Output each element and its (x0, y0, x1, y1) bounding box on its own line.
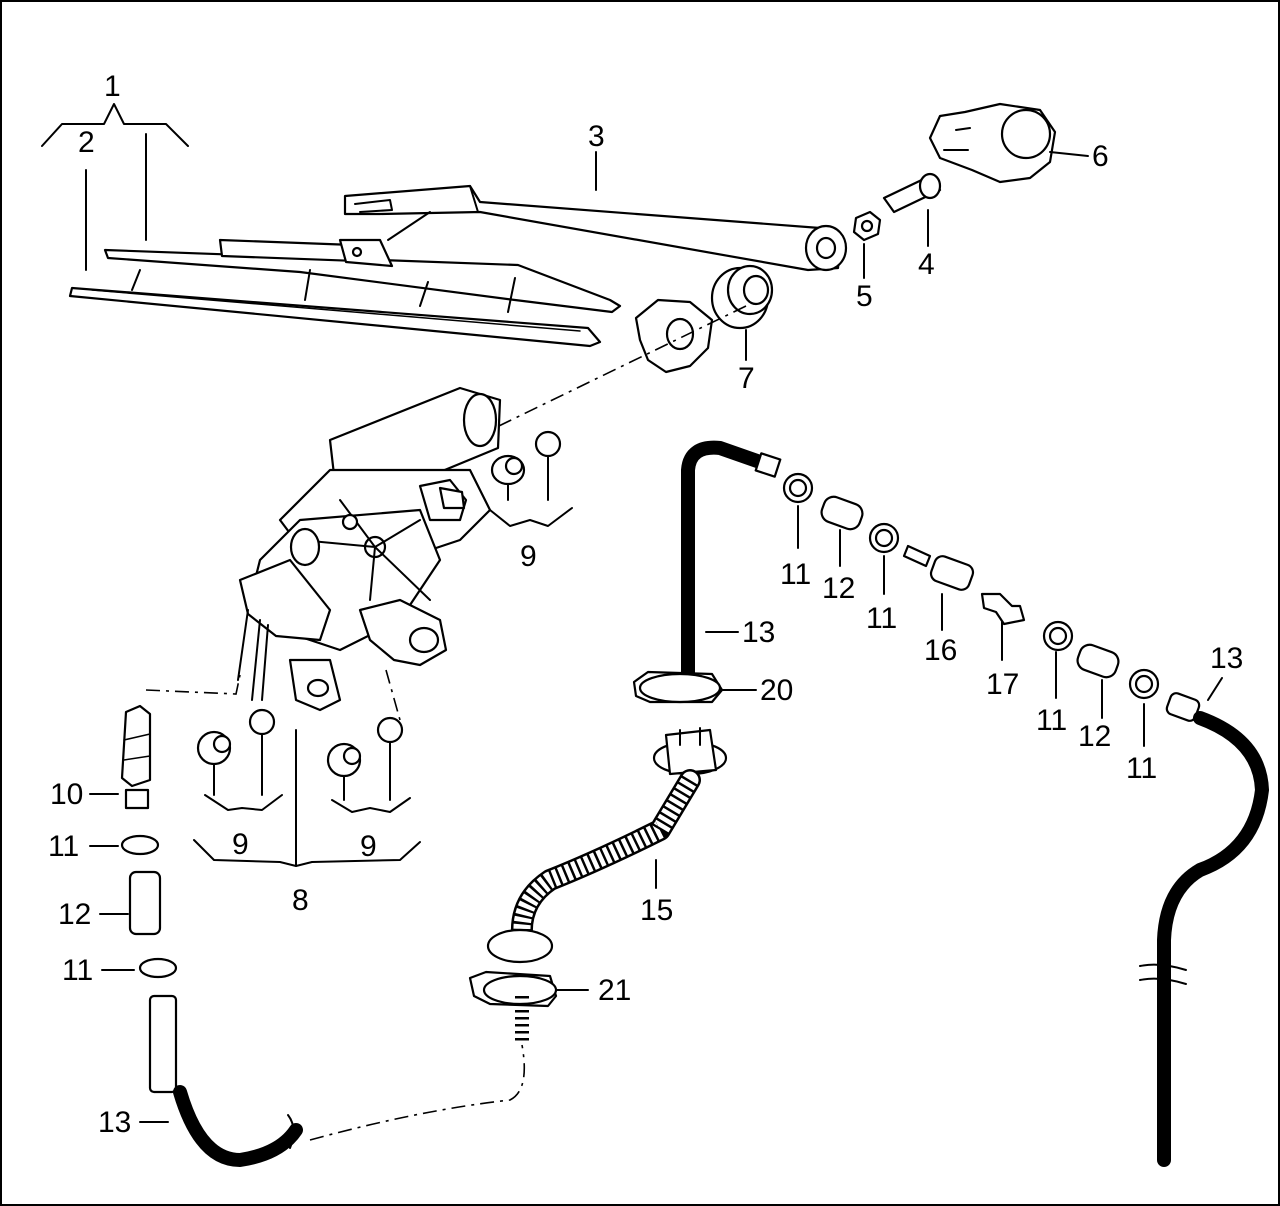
callout-2: 2 (78, 126, 95, 159)
hose-continuation-line (309, 1044, 526, 1141)
callout-10: 10 (50, 778, 83, 811)
callout-21: 21 (598, 974, 631, 1007)
wiper-blade-assembly (68, 238, 622, 348)
callout-11-right-1: 11 (780, 558, 811, 591)
bracket-8 (193, 839, 421, 867)
callout-12-right-2: 12 (1078, 720, 1111, 753)
leader-lines (41, 103, 1223, 1123)
callout-13-center: 13 (742, 616, 775, 649)
bushing-set-left (196, 708, 283, 811)
callout-11-left-bottom: 11 (62, 954, 93, 987)
callout-6: 6 (1092, 140, 1109, 173)
callout-11-right-4: 11 (1126, 752, 1157, 785)
callout-12-right-1: 12 (822, 572, 855, 605)
callout-3: 3 (588, 120, 605, 153)
callout-5: 5 (856, 280, 873, 313)
callout-15: 15 (640, 894, 673, 927)
callout-17: 17 (986, 668, 1019, 701)
callout-1: 1 (104, 70, 121, 103)
callout-16: 16 (924, 634, 957, 667)
callout-12-left: 12 (58, 898, 91, 931)
left-hose-line (120, 704, 303, 1167)
callout-20: 20 (760, 674, 793, 707)
callout-11-left-top: 11 (48, 830, 79, 863)
wiper-arm (343, 184, 848, 272)
bushing-set-right (326, 716, 411, 813)
callout-4: 4 (918, 248, 935, 281)
grommet (634, 264, 774, 374)
wiper-motor (237, 386, 502, 712)
callout-9-left: 9 (232, 828, 249, 861)
callout-9-right: 9 (360, 830, 377, 863)
right-hose-line (782, 472, 1269, 1167)
callout-11-right-2: 11 (866, 602, 897, 635)
callout-13-right: 13 (1210, 642, 1243, 675)
callout-8: 8 (292, 884, 309, 917)
callout-7: 7 (738, 362, 755, 395)
central-hose (468, 440, 782, 1042)
callout-labels: 1 2 3 4 5 6 7 8 9 9 9 10 11 12 11 13 11 … (48, 70, 1243, 1139)
callout-9-top: 9 (520, 540, 537, 573)
bushing-set-top (489, 430, 573, 527)
bolt-nut-cap (852, 102, 1057, 242)
callout-11-right-3: 11 (1036, 704, 1067, 737)
callout-13-left: 13 (98, 1106, 131, 1139)
